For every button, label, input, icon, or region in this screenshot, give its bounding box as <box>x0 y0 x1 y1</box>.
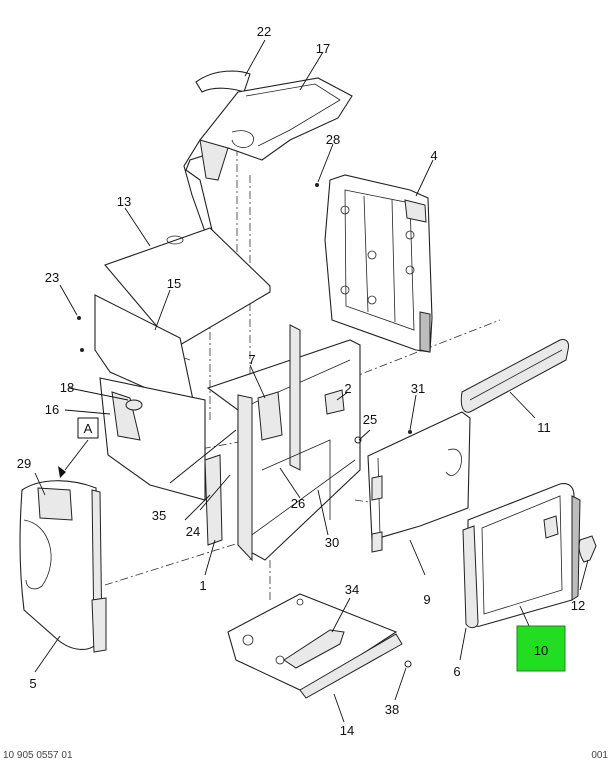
callout-10-highlight <box>516 625 566 672</box>
part-6-door-edge <box>462 525 479 629</box>
callout-22: 22 <box>257 24 271 39</box>
callout-24: 24 <box>186 524 200 539</box>
callout-1: 1 <box>199 578 206 593</box>
screw-23a <box>77 316 81 320</box>
callout-34: 34 <box>345 582 359 597</box>
callout-labels: 22 17 28 4 13 23 15 7 2 31 18 16 25 11 2… <box>17 24 585 738</box>
callout-30: 30 <box>325 535 339 550</box>
part-17-hood <box>183 77 353 241</box>
part-2-latch <box>324 389 345 415</box>
callout-18: 18 <box>60 380 74 395</box>
callout-16: 16 <box>45 402 59 417</box>
part-9-side-door <box>367 411 471 553</box>
screw-38 <box>404 660 412 668</box>
fasteners <box>77 183 412 668</box>
screw-31 <box>408 430 412 434</box>
callout-6: 6 <box>453 664 460 679</box>
callout-26: 26 <box>291 496 305 511</box>
arrow-icon <box>58 466 66 478</box>
part-16-left-panel <box>99 377 206 501</box>
callout-4: 4 <box>430 148 437 163</box>
callout-31: 31 <box>411 381 425 396</box>
callout-5: 5 <box>29 676 36 691</box>
part-7-bracket <box>257 391 283 441</box>
callout-14: 14 <box>340 723 354 738</box>
plate-hole <box>166 235 184 245</box>
screw-23b <box>80 348 84 352</box>
part-34-bracket <box>283 629 345 669</box>
part-10-front-door <box>467 483 581 627</box>
leader-lines <box>34 39 589 723</box>
view-a-label: A <box>84 421 93 436</box>
drawing-number: 10 905 0557 01 <box>3 750 73 761</box>
callout-38: 38 <box>385 702 399 717</box>
callout-29: 29 <box>17 456 31 471</box>
callout-25: 25 <box>363 412 377 427</box>
callout-7: 7 <box>248 352 255 367</box>
part-11-handle-bar <box>460 339 569 413</box>
callout-23: 23 <box>45 270 59 285</box>
sheet-code: 001 <box>591 750 608 761</box>
callout-9: 9 <box>423 592 430 607</box>
callout-12: 12 <box>571 598 585 613</box>
part-5-left-door <box>19 480 107 653</box>
part-12-latch <box>578 535 597 563</box>
callout-28: 28 <box>326 132 340 147</box>
part-1-frame <box>204 324 361 562</box>
callout-17: 17 <box>316 41 330 56</box>
callout-13: 13 <box>117 194 131 209</box>
screw-25 <box>354 436 362 444</box>
part-22-trim <box>195 70 251 93</box>
part-4-side-panel <box>324 174 433 353</box>
view-a-marker: A <box>58 417 99 478</box>
screw-28 <box>315 183 319 187</box>
callout-15: 15 <box>167 276 181 291</box>
callout-2: 2 <box>344 381 351 396</box>
callout-11: 11 <box>537 420 551 435</box>
callout-35: 35 <box>152 508 166 523</box>
callout-10: 10 <box>534 643 548 658</box>
